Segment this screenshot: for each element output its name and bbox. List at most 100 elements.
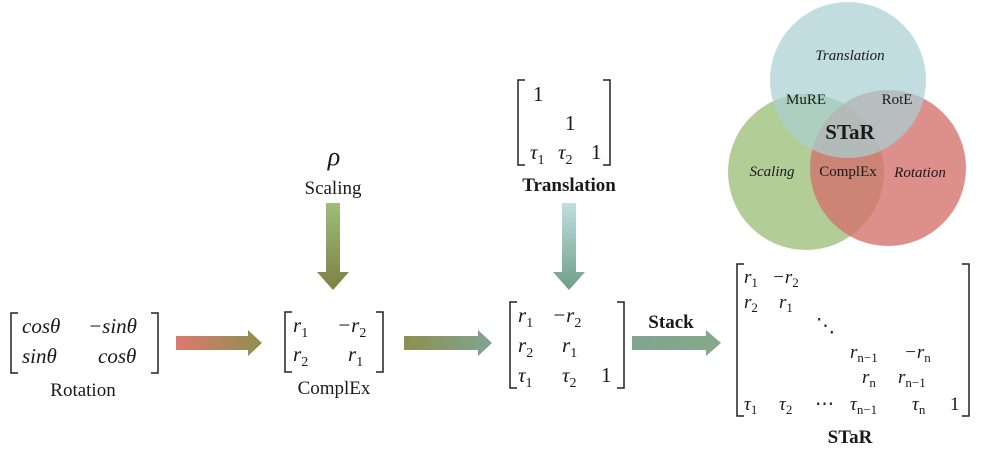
middle-cell-sym: r	[518, 303, 527, 327]
star-cell-sym: r	[779, 292, 787, 313]
star-cell-sym: τ	[779, 394, 787, 415]
stack-step: Stack	[632, 312, 721, 356]
star-cell-r6c4: τn−1	[850, 394, 877, 417]
middle-cell-r3c3: 1	[601, 363, 612, 387]
rotation-cell-r2c2: cosθ	[98, 344, 136, 368]
rotation-label: Rotation	[50, 380, 116, 401]
star-cell-sym: −r	[904, 342, 925, 363]
star-cell-sub: n−1	[905, 375, 925, 390]
middle-cell-sub: 1	[570, 346, 577, 361]
star-cell-r6c5: τn	[912, 394, 926, 417]
complex-cell-r1c1: r1	[293, 313, 308, 341]
complex-cell-r2c2: r1	[348, 342, 363, 370]
complex-cell-sub: 2	[359, 326, 366, 341]
arrow-translation-down	[553, 203, 585, 290]
middle-cell-sym: τ	[562, 363, 571, 387]
star-cell-r1c2: −r2	[772, 267, 799, 290]
star-cell-sub: 2	[792, 275, 799, 290]
scaling-block: ρ Scaling	[305, 142, 362, 290]
complex-label: ComplEx	[298, 378, 371, 399]
arrow-complex-to-middle	[404, 330, 492, 356]
rotation-cell-r1c1: cosθ	[22, 314, 60, 338]
bracket-left	[10, 312, 18, 374]
middle-cell-r1c2: −r2	[552, 303, 581, 331]
middle-cell-sym: r	[518, 333, 527, 357]
translation-cell-sub: 2	[566, 153, 573, 168]
rotation-matrix: cosθ −sinθ sinθ cosθ Rotation	[10, 312, 159, 401]
star-matrix: r1 −r2 r2 r1 ⋱ rn−1 −rn rn rn−1 τ1 τ2 ⋯ …	[736, 263, 970, 448]
star-cell-sub: 1	[751, 275, 758, 290]
translation-cell-b: 1	[565, 111, 576, 135]
middle-cell-r1c1: r1	[518, 303, 533, 331]
venn-label-mure: MuRE	[786, 92, 826, 108]
venn-label-complex: ComplEx	[819, 164, 877, 180]
venn-label-translation: Translation	[815, 48, 884, 64]
star-cell-r4c1: rn−1	[850, 342, 878, 365]
bracket-left	[284, 311, 292, 373]
complex-cell-sub: 1	[356, 355, 363, 370]
star-cell-r6c2: τ2	[779, 394, 792, 417]
venn-diagram: Translation Scaling Rotation MuRE RotE C…	[728, 2, 966, 250]
middle-cell-sym: τ	[518, 363, 527, 387]
star-cell-r1c1: r1	[744, 267, 758, 290]
arrow-scaling-down	[317, 203, 349, 290]
star-cell-sub: n	[919, 402, 926, 417]
star-cell-sub: n	[924, 350, 931, 365]
translation-cell-tau1: τ1	[530, 140, 545, 168]
complex-cell-sym: r	[293, 313, 302, 337]
star-cell-ddots: ⋱	[816, 316, 835, 337]
star-cell-sub: n−1	[857, 350, 877, 365]
middle-cell-sub: 2	[570, 376, 577, 391]
star-cell-sym: τ	[850, 394, 858, 415]
translation-cell-sub: 1	[538, 153, 545, 168]
star-cell-sym: τ	[744, 394, 752, 415]
bracket-right	[376, 311, 384, 373]
star-cell-r2c1: r2	[744, 292, 758, 315]
star-cell-sub: 2	[786, 402, 793, 417]
star-cell-sub: n	[869, 375, 876, 390]
star-cell-sym: r	[898, 367, 906, 388]
bracket-left	[509, 301, 517, 389]
star-cell-hdots: ⋯	[815, 394, 834, 415]
star-cell-sym: r	[744, 267, 752, 288]
middle-cell-r3c1: τ1	[518, 363, 533, 391]
middle-cell-sub: 1	[526, 316, 533, 331]
bracket-left	[736, 263, 744, 417]
star-cell-sym: r	[744, 292, 752, 313]
bracket-right	[617, 301, 625, 389]
complex-cell-sym: −r	[337, 313, 360, 337]
venn-label-rotation: Rotation	[893, 165, 946, 181]
bracket-right	[962, 263, 970, 417]
scaling-symbol: ρ	[327, 142, 340, 171]
middle-cell-sym: −r	[552, 303, 575, 327]
middle-cell-sub: 1	[526, 376, 533, 391]
star-cell-sub: n−1	[857, 402, 877, 417]
star-cell-sym: τ	[912, 394, 920, 415]
middle-matrix: r1 −r2 r2 r1 τ1 τ2 1	[509, 301, 625, 391]
translation-label: Translation	[522, 175, 616, 196]
complex-cell-r1c2: −r2	[337, 313, 366, 341]
translation-cell-sym: τ	[530, 140, 539, 164]
middle-cell-sub: 2	[526, 346, 533, 361]
arrow-rotation-to-complex	[176, 330, 262, 356]
complex-cell-r2c1: r2	[293, 342, 308, 370]
bracket-left	[517, 79, 525, 166]
complex-cell-sub: 2	[301, 355, 308, 370]
star-cell-r5c2: rn−1	[898, 367, 926, 390]
middle-cell-sym: r	[562, 333, 571, 357]
translation-cell-a: 1	[533, 82, 544, 106]
bracket-right	[151, 312, 159, 374]
star-cell-r6c1: τ1	[744, 394, 757, 417]
venn-label-rote: RotE	[882, 92, 913, 108]
arrow-stack	[632, 330, 721, 356]
star-cell-sym: r	[850, 342, 858, 363]
middle-cell-r3c2: τ2	[562, 363, 577, 391]
translation-matrix: 1 1 τ1 τ2 1 Translation	[517, 79, 616, 290]
scaling-label: Scaling	[305, 178, 362, 199]
translation-cell-sym: τ	[558, 140, 567, 164]
translation-cell-one: 1	[591, 140, 602, 164]
star-cell-r2c2: r1	[779, 292, 793, 315]
star-cell-r5c1: rn	[862, 367, 876, 390]
bracket-right	[603, 79, 611, 166]
